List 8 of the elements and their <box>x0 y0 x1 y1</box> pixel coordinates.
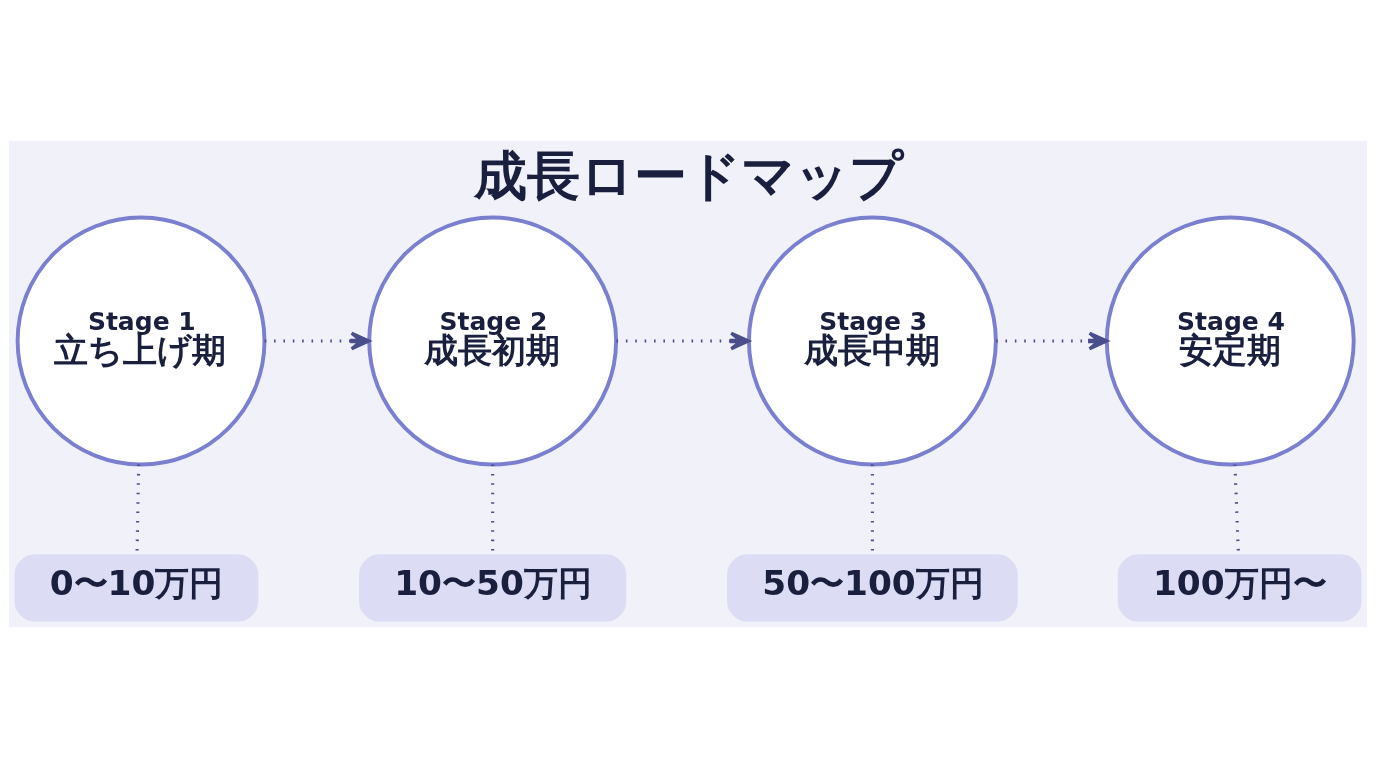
node-circle: Stage 3 成長中期 <box>747 215 998 467</box>
node-circle: Stage 1 立ち上げ期 <box>15 215 267 467</box>
node-circle: Stage 2 成長初期 <box>367 215 619 467</box>
node-circle: Stage 4 安定期 <box>1104 215 1356 467</box>
arrow <box>616 331 751 351</box>
arrow <box>996 331 1109 351</box>
arrow <box>264 331 371 351</box>
diagram-title: 成長ロードマップ <box>473 145 903 208</box>
